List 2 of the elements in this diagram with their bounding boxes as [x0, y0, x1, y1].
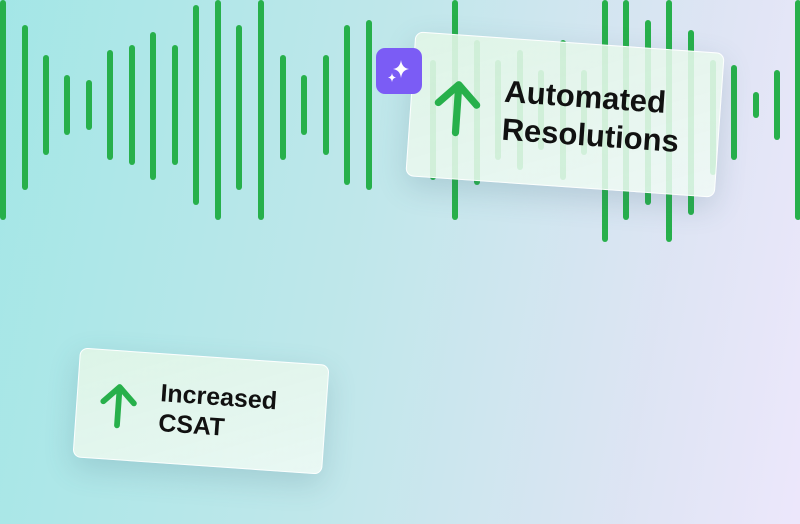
metric-label: Automated Resolutions	[500, 73, 682, 160]
metric-label: Increased CSAT	[157, 378, 279, 444]
